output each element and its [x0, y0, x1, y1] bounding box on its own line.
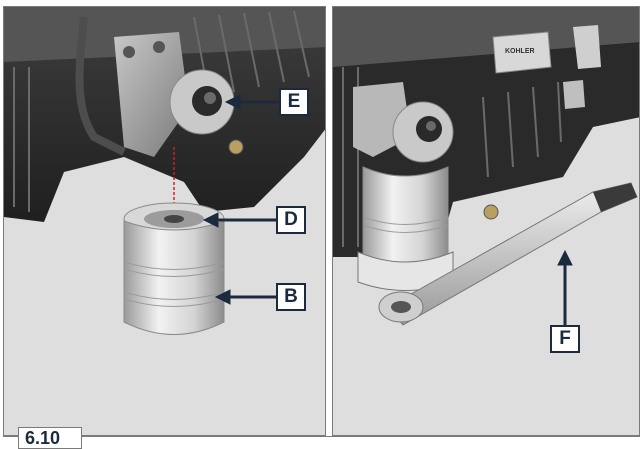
left-illustration-panel: E D B: [3, 6, 326, 436]
frame-line: [82, 436, 640, 437]
filter-wrench-illustration: KOHLER: [333, 7, 639, 326]
figure-number: 6.10: [18, 427, 82, 449]
filter-removal-illustration: [4, 7, 325, 335]
callout-label-e: E: [279, 88, 309, 116]
callout-label-b: B: [276, 283, 306, 311]
right-illustration-panel: KOHLER F: [332, 6, 640, 436]
callout-label-d: D: [276, 206, 306, 234]
callout-label-f: F: [550, 325, 580, 353]
engine-nameplate-text: KOHLER: [505, 48, 535, 55]
frame-line: [3, 436, 18, 437]
